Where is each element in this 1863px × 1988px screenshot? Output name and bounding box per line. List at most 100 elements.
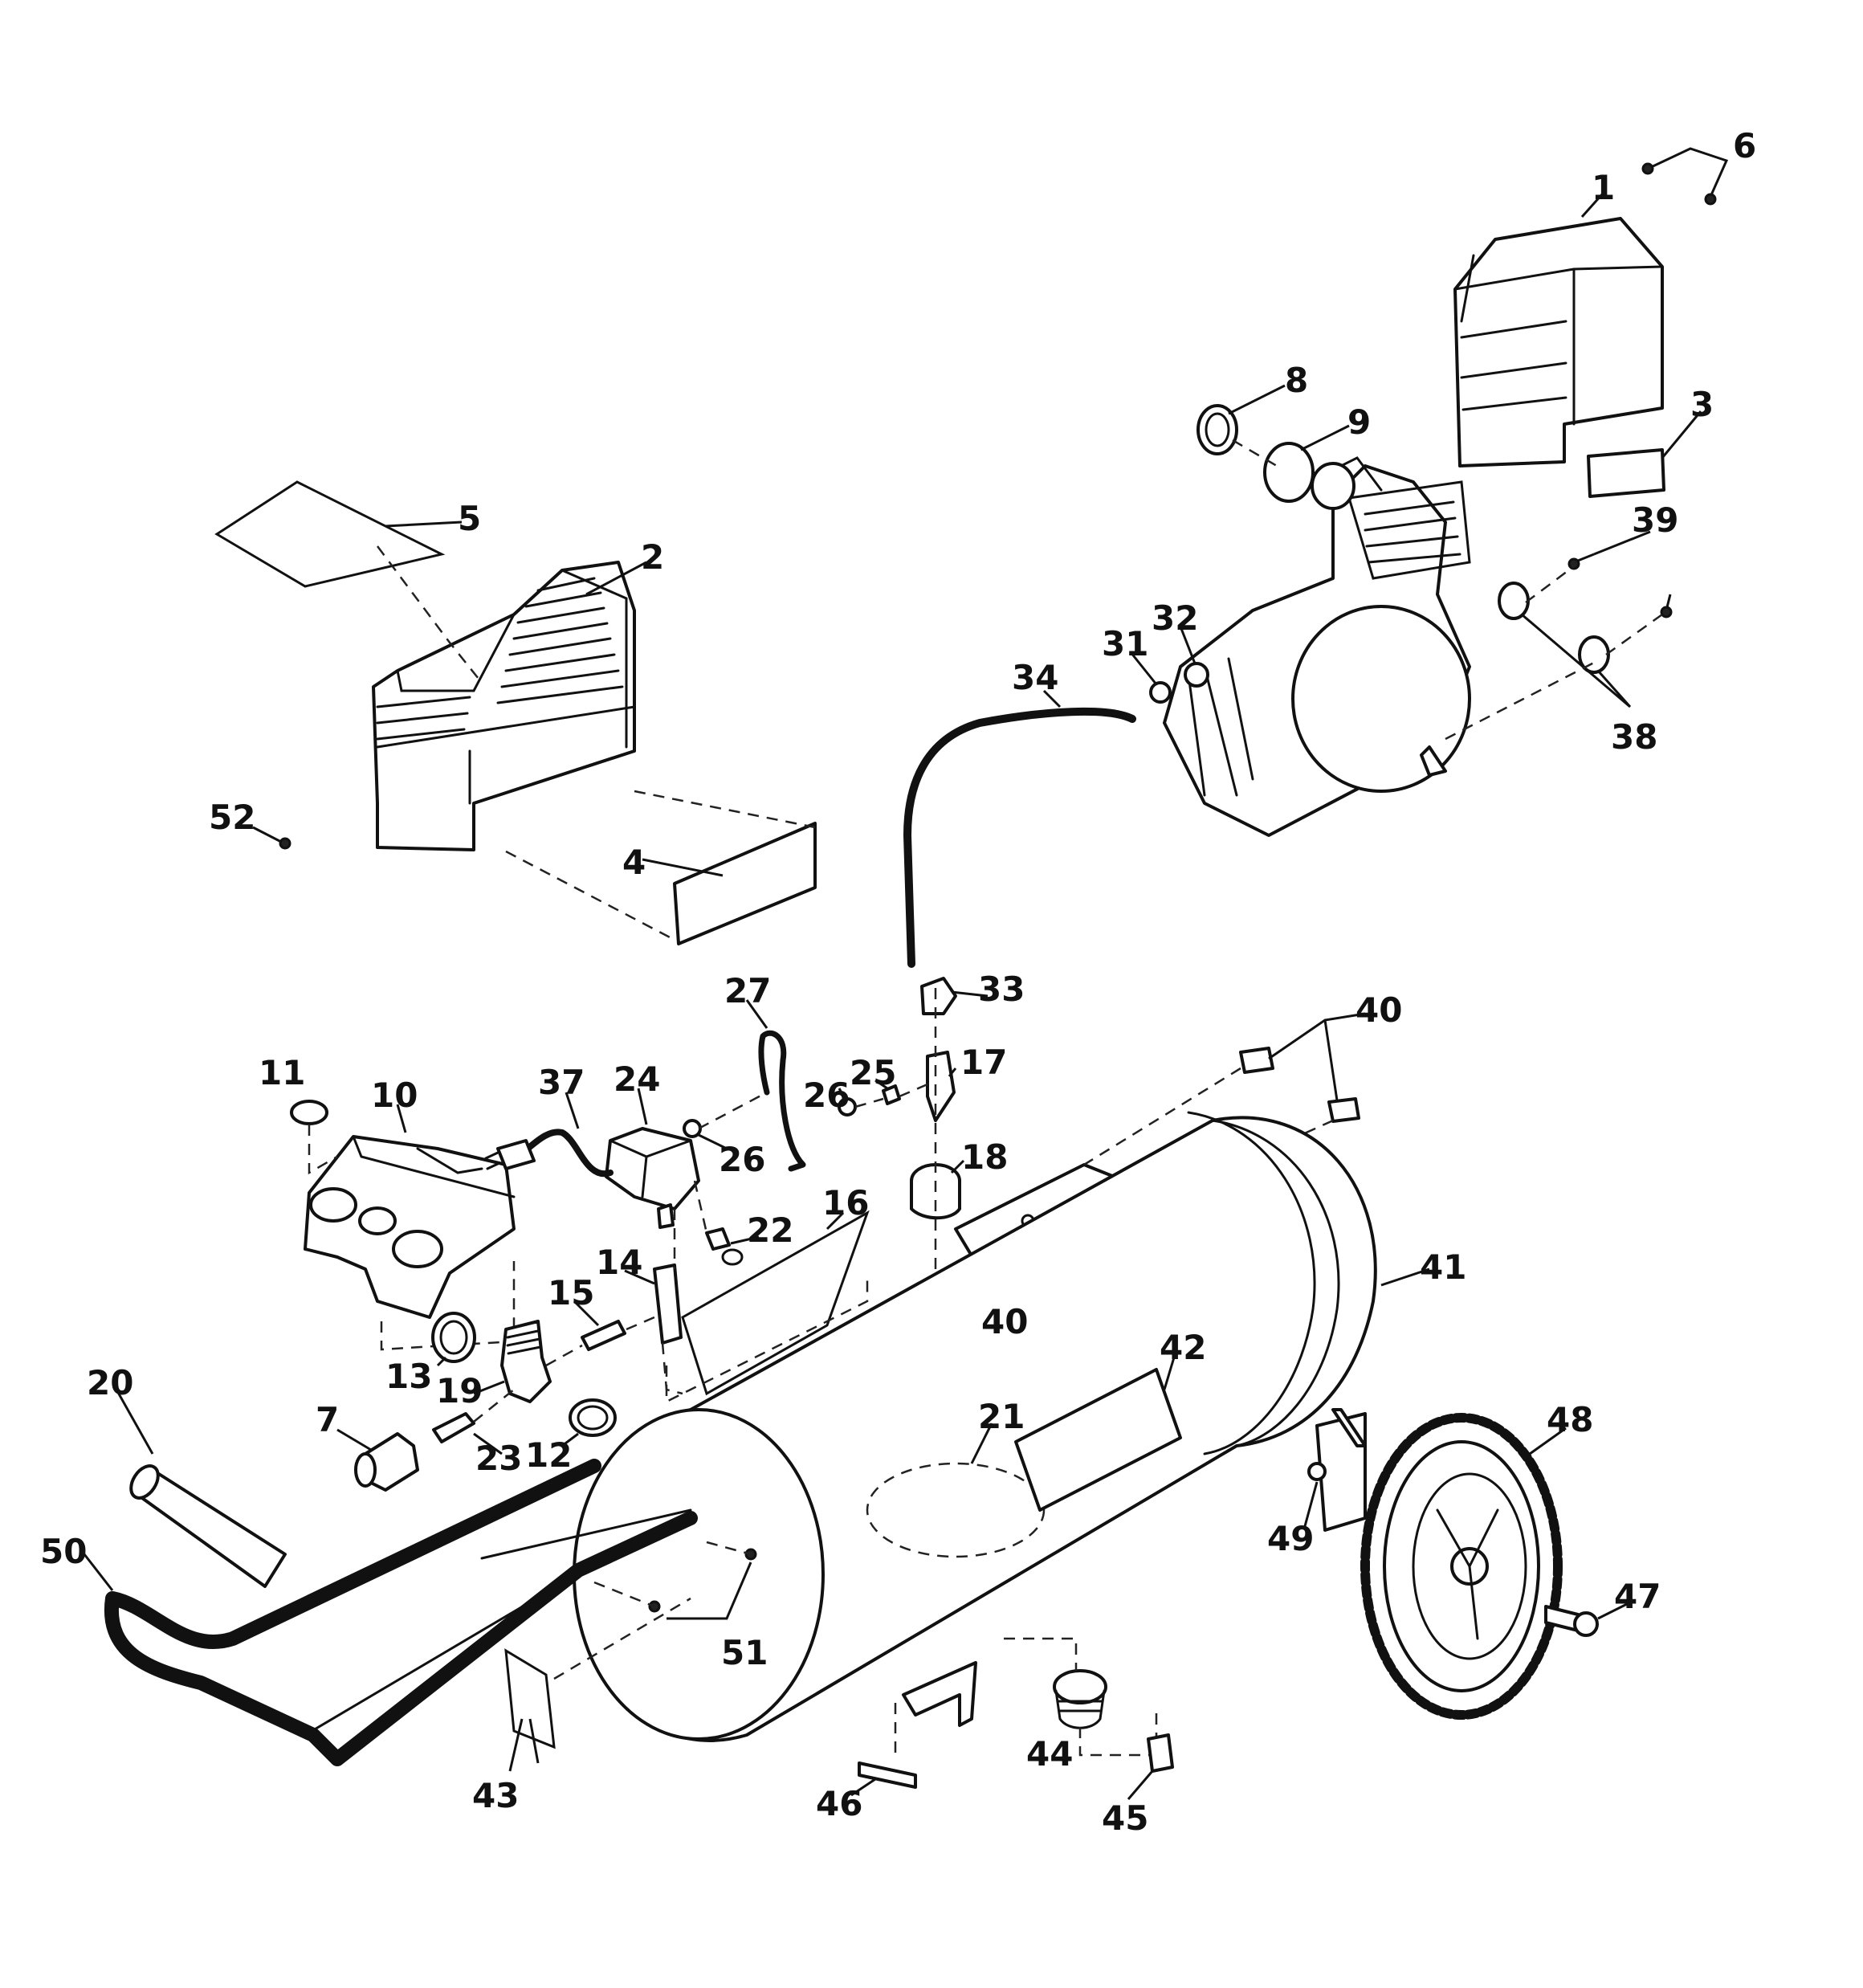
callout-43: 43	[472, 1776, 519, 1815]
tank-part-41	[573, 1111, 1377, 1742]
leader-16	[826, 1211, 845, 1231]
shroud-part-1	[1453, 217, 1664, 467]
leader-19	[473, 1380, 505, 1395]
callout-40b: 40	[981, 1302, 1028, 1341]
callout-1: 1	[1592, 168, 1615, 207]
callout-38: 38	[1611, 717, 1657, 757]
leader-21	[970, 1423, 993, 1464]
callout-5: 5	[458, 499, 481, 538]
fitting-part-25	[882, 1084, 901, 1105]
dash-44	[1004, 1637, 1158, 1757]
leader-23	[473, 1432, 503, 1455]
screws-part-51	[648, 1548, 757, 1613]
callout-23: 23	[475, 1439, 522, 1478]
leader-51	[667, 1561, 752, 1620]
callout-18: 18	[961, 1137, 1008, 1177]
label-part-4	[673, 822, 817, 945]
leader-3	[1661, 410, 1702, 459]
leader-37	[565, 1092, 580, 1129]
leader-8	[1228, 384, 1286, 415]
leader-40a	[1268, 1012, 1366, 1101]
valve-part-45	[1147, 1733, 1174, 1773]
power-cord-part-37	[484, 1129, 614, 1178]
manifold-part-10	[304, 1135, 516, 1319]
callout-24: 24	[614, 1059, 660, 1099]
dash-control	[473, 1316, 683, 1423]
callout-39: 39	[1632, 500, 1678, 540]
callout-19: 19	[436, 1371, 483, 1410]
leader-45	[1127, 1770, 1154, 1800]
callout-25: 25	[850, 1053, 896, 1092]
callout-3: 3	[1690, 385, 1714, 424]
callout-45: 45	[1102, 1798, 1148, 1838]
leader-43	[508, 1718, 540, 1772]
cap-part-11	[290, 1100, 328, 1125]
filter-part-9	[1263, 442, 1315, 503]
leader-17	[948, 1067, 957, 1077]
leader-32	[1179, 626, 1196, 664]
dash-mount	[934, 988, 1334, 1334]
leader-2	[585, 561, 647, 596]
leader-46	[850, 1778, 876, 1797]
callout-51: 51	[721, 1633, 768, 1672]
gauge-part-12	[569, 1398, 617, 1437]
tube-part-27	[758, 1030, 806, 1172]
callout-2: 2	[641, 537, 664, 577]
fitting-part-31	[1149, 681, 1172, 704]
leader-50	[83, 1553, 114, 1591]
leader-4	[642, 858, 724, 877]
callout-37: 37	[538, 1063, 585, 1102]
callout-4: 4	[622, 843, 646, 882]
callout-6: 6	[1733, 126, 1756, 165]
drain-part-44	[1053, 1669, 1107, 1729]
leader-7	[336, 1428, 372, 1451]
leader-20	[115, 1389, 154, 1455]
callout-16: 16	[822, 1183, 869, 1223]
dash-27	[698, 1083, 928, 1130]
callout-42: 42	[1160, 1328, 1206, 1367]
callout-34: 34	[1012, 658, 1058, 697]
nipple-part-23	[432, 1412, 475, 1443]
callout-15: 15	[548, 1273, 594, 1312]
decal-part-43	[504, 1648, 556, 1749]
callout-10: 10	[371, 1076, 418, 1115]
leader-13	[436, 1356, 447, 1367]
callout-7: 7	[316, 1400, 339, 1439]
motor-pump-assembly	[1163, 456, 1471, 837]
dash-24	[673, 1180, 708, 1269]
callout-49: 49	[1267, 1519, 1314, 1558]
callout-40a: 40	[1355, 990, 1402, 1030]
leader-34	[1042, 689, 1062, 708]
callout-46: 46	[816, 1784, 862, 1823]
dash-43	[553, 1597, 691, 1680]
callout-41: 41	[1420, 1247, 1466, 1287]
leader-5	[385, 520, 463, 528]
fitting-part-17	[926, 1051, 956, 1122]
callout-33: 33	[978, 970, 1025, 1009]
bushing-part-18	[910, 1163, 961, 1220]
leader-47	[1597, 1601, 1631, 1620]
nipple-part-15	[581, 1320, 626, 1351]
decal-part-16	[681, 1210, 870, 1396]
screw-part-52	[279, 837, 291, 850]
nut-part-33	[920, 977, 957, 1015]
callout-labels: 1 2 3 4 5 6 7 8 9 10 11 12 13 14 15 16 1…	[40, 126, 1756, 1838]
callout-17: 17	[960, 1043, 1007, 1082]
callout-12: 12	[525, 1435, 572, 1475]
leader-25	[874, 1079, 888, 1090]
callout-8: 8	[1285, 361, 1308, 400]
dash-51	[593, 1541, 752, 1608]
callout-32: 32	[1152, 598, 1198, 638]
label-part-5	[214, 480, 446, 588]
wheel-part-48	[1360, 1413, 1563, 1720]
leader-22	[730, 1235, 760, 1245]
dash-11	[308, 1125, 516, 1351]
callout-26a: 26	[803, 1076, 850, 1115]
valve-part-32	[1184, 662, 1209, 688]
leader-10	[396, 1104, 407, 1133]
callout-44: 44	[1026, 1734, 1073, 1774]
dash-4	[505, 790, 816, 941]
dash-16	[665, 1277, 869, 1404]
callout-48: 48	[1547, 1400, 1593, 1439]
